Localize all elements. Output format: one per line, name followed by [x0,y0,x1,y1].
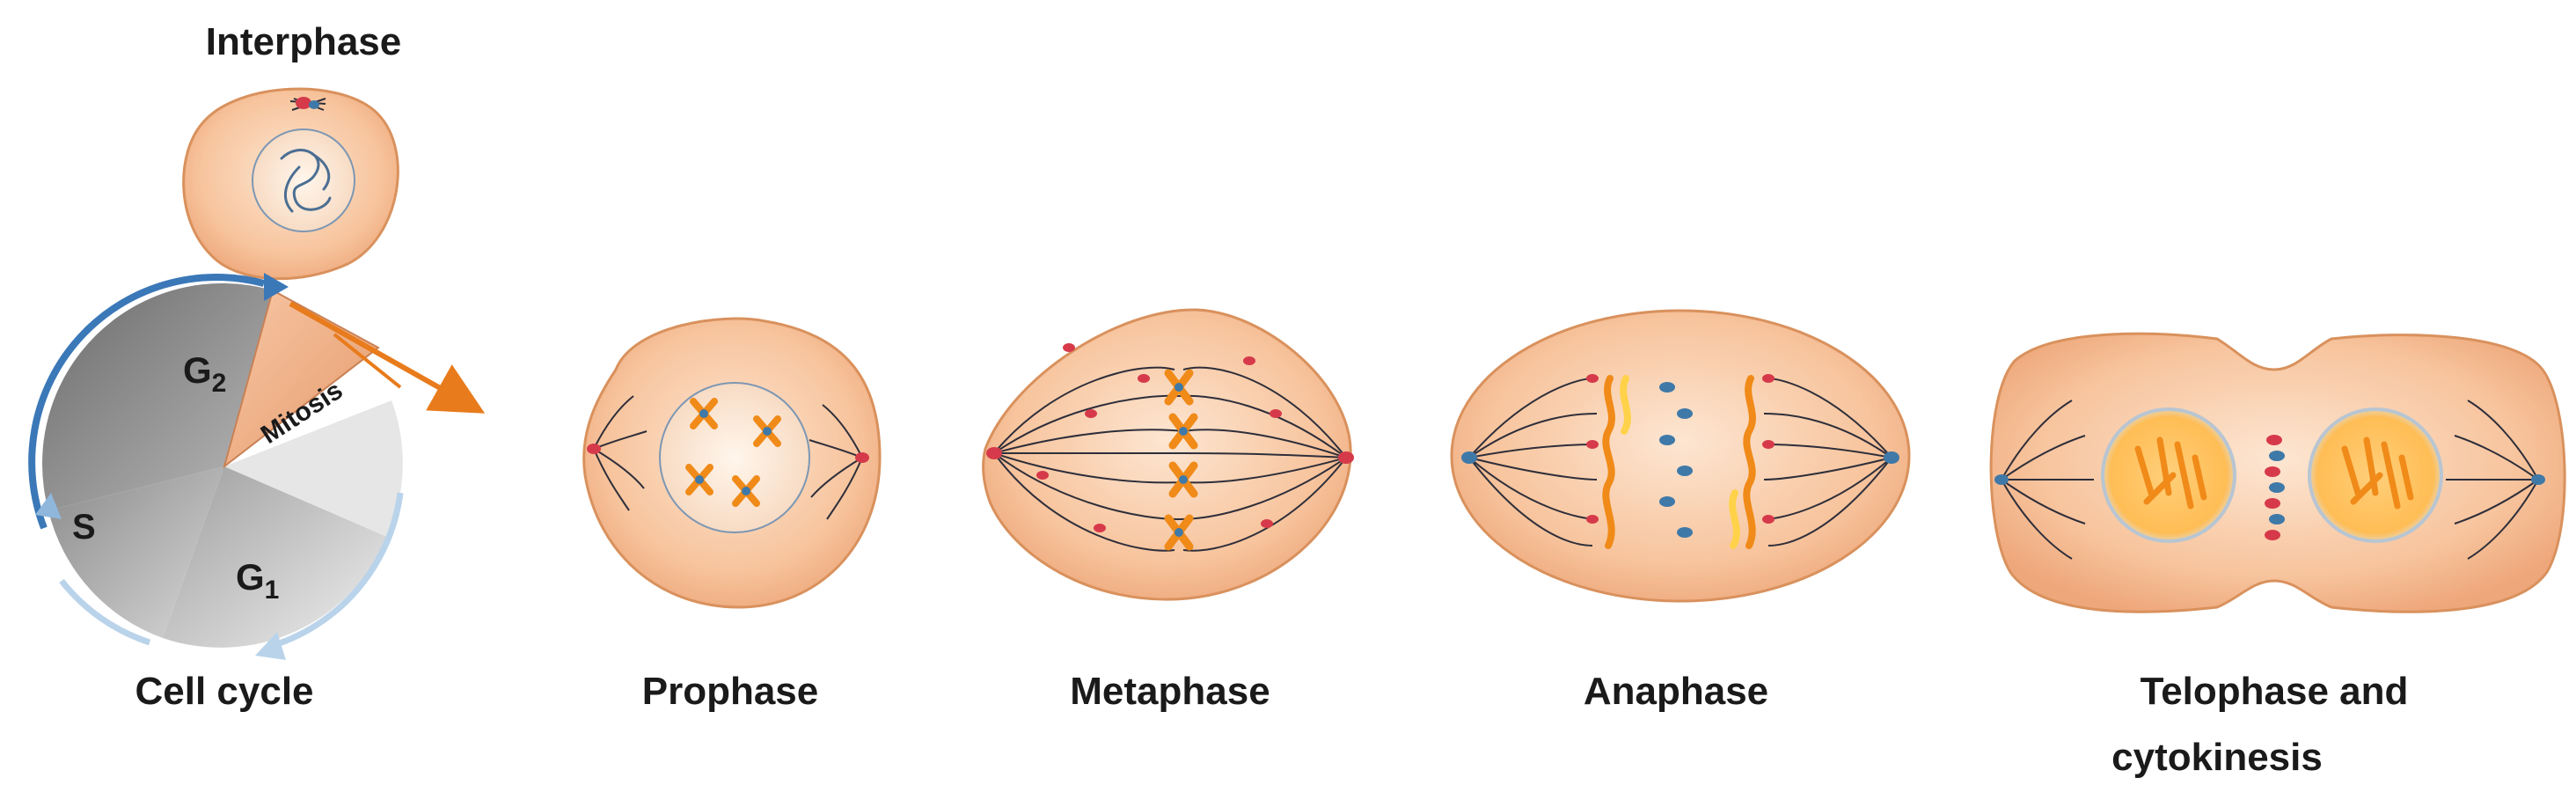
g1-wedge [163,466,387,648]
cycle-arrowhead-bottom [255,632,286,660]
g2-label: G2 [183,349,226,398]
prophase-spindle-right [809,404,869,520]
anaphase-membrane [1450,309,1911,603]
anaphase-centromeres [1659,382,1693,538]
g1-label: G1 [236,556,279,605]
interphase-label: Interphase [206,20,402,63]
cycle-arrowhead-left [35,493,62,519]
g1-subscript: 1 [265,576,280,605]
g1-upper-wedge [224,400,403,537]
anaphase-centrosome-right [1884,451,1899,464]
cell-cycle-wheel [28,273,486,660]
prophase-chromosomes [685,398,781,507]
telophase-chromatin-left [2134,437,2207,510]
g1-letter: G [236,556,265,598]
anaphase-label: Anaphase [1584,670,1768,713]
telophase-midbody [2265,435,2285,540]
metaphase-label: Metaphase [1070,670,1270,713]
prophase-label: Prophase [642,670,819,713]
cycle-outer-arrow [28,274,266,530]
interphase-chromatin [280,149,332,213]
g2-subscript: 2 [212,369,227,398]
interphase-centrosome [289,97,326,111]
metaphase-centrosome-left [986,447,1002,459]
cycle-outer-arrow-left [59,578,151,646]
interphase-cell [182,87,399,281]
telophase-label-line2: cytokinesis [2111,736,2323,779]
cell-cycle-label: Cell cycle [135,670,313,713]
telophase-spindle-left [1994,400,2094,560]
anaphase-chromatids-right [1729,375,1756,549]
metaphase-spindle [993,366,1347,552]
anaphase-chromatids-left [1602,375,1631,549]
mitosis-inner-arrow [333,333,402,389]
metaphase-centrosome-right [1338,451,1354,464]
mitosis-exit-arrow [289,301,486,414]
anaphase-centrosome-left [1461,451,1477,464]
telophase-chromatin-right [2341,437,2414,510]
s-label: S [72,508,96,547]
metaphase-chromosomes [1164,369,1198,551]
prophase-spindle-left [587,395,648,511]
g2-letter: G [183,349,212,391]
telophase-cell [1989,332,2566,613]
telophase-label-line1: Telophase and [2141,670,2409,713]
metaphase-cell [982,308,1354,601]
prophase-nucleus [659,382,810,533]
prophase-cell [582,317,882,609]
metaphase-membrane [982,308,1352,601]
anaphase-red-dots [1586,374,1775,524]
anaphase-cell [1450,309,1911,603]
g2-wedge [42,282,273,510]
s-wedge [48,466,224,638]
interphase-nucleus [252,128,355,232]
telophase-spindle-right [2446,400,2545,560]
cycle-outer-arrow-lower [267,492,404,650]
metaphase-red-dots [1036,343,1282,532]
cycle-arrowhead-top [264,273,289,301]
